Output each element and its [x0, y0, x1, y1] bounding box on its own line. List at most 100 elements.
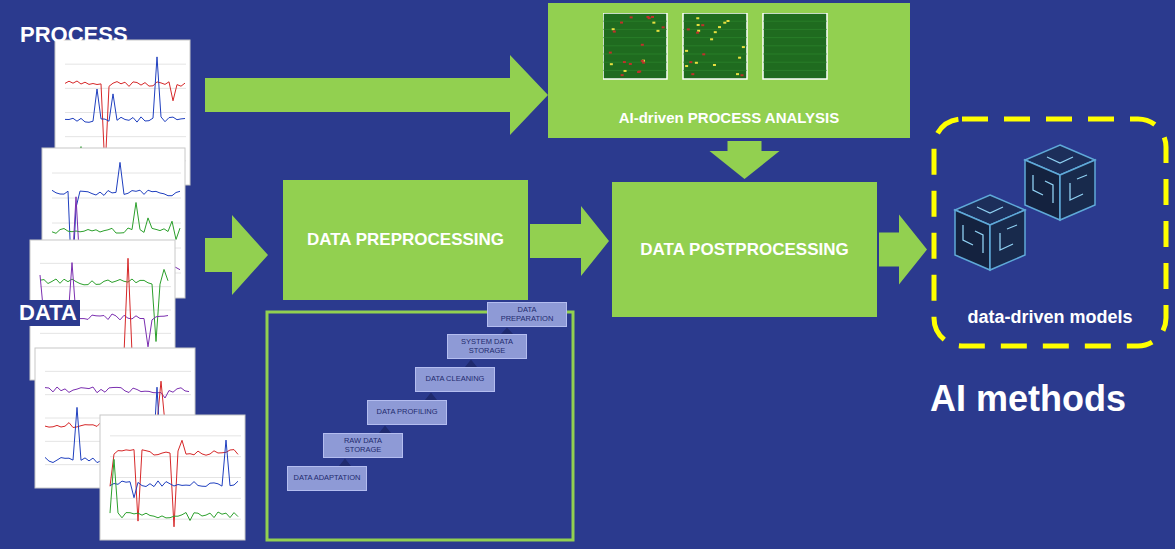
heatmap-grid	[683, 21, 747, 22]
heatmap-grid	[763, 21, 827, 22]
heatmap-dot	[685, 50, 688, 52]
process-box: AI-driven PROCESS ANALYSIS	[548, 3, 910, 138]
heatmap-dot	[697, 24, 700, 26]
heatmap-grid	[763, 54, 827, 55]
heatmap-dot	[696, 17, 699, 19]
heatmap-grid	[603, 21, 667, 22]
grid-line	[65, 112, 186, 113]
chart-line	[65, 57, 185, 122]
heatmap-dot	[612, 28, 615, 30]
heatmap-dot	[648, 17, 651, 19]
section-label: AI methods	[930, 378, 1126, 420]
chart-line	[52, 203, 180, 240]
heatmap-grid	[603, 37, 667, 38]
heatmap-dot	[637, 71, 640, 73]
grid-line	[52, 173, 181, 174]
process-box: DATA POSTPROCESSING	[612, 182, 877, 317]
heatmap-dot	[641, 44, 644, 46]
heatmap-dot	[652, 22, 655, 24]
heatmap-grid	[683, 29, 747, 30]
step-box: DATA CLEANING	[415, 367, 495, 392]
heatmap-dot	[696, 32, 699, 34]
flow-arrow	[379, 426, 391, 434]
node-text: RAW DATA STORAGE	[328, 437, 398, 454]
grid-line	[110, 519, 241, 520]
heatmap-grid	[683, 70, 747, 71]
heatmap-dot	[691, 73, 694, 75]
grid-line	[110, 456, 241, 457]
heatmap-grid	[603, 62, 667, 63]
node-text: DATA PREPARATION	[492, 306, 562, 323]
flow-arrow	[530, 206, 609, 276]
step-box: DATA PREPARATION	[487, 302, 567, 327]
node-text: DATA PREPROCESSING	[307, 229, 504, 250]
heatmap-grid	[603, 54, 667, 55]
heatmap-dot	[609, 52, 612, 54]
heatmap-dot	[656, 30, 659, 32]
heatmap-grid	[603, 45, 667, 46]
node-text: AI-driven PROCESS ANALYSIS	[619, 109, 840, 128]
preprocessing-frame	[267, 312, 573, 540]
grid-line	[110, 435, 241, 436]
node-text: DATA CLEANING	[426, 375, 485, 384]
heatmap-dot	[689, 61, 692, 63]
heatmap-dot	[695, 62, 698, 64]
heatmap-dot	[621, 74, 624, 76]
heatmap-grid	[683, 45, 747, 46]
grid-line	[45, 394, 191, 395]
section-label: DATA	[16, 300, 80, 326]
dashed-outline	[934, 119, 1166, 346]
grid-line	[45, 371, 191, 372]
grid-line	[40, 286, 171, 287]
grid-line	[52, 223, 181, 224]
heatmap-grid	[763, 29, 827, 30]
grid-line	[110, 477, 241, 478]
heatmap-dot	[610, 63, 613, 65]
heatmap-dot	[641, 60, 644, 62]
heatmap-dot	[710, 38, 713, 40]
heatmap-dot	[613, 31, 616, 33]
heatmap-dot	[741, 74, 744, 76]
node-text: data-driven models	[964, 307, 1135, 328]
analysis-thumbnails	[603, 13, 843, 83]
grid-line	[52, 198, 181, 199]
chart-line	[110, 459, 238, 520]
section-label: PROCESS	[20, 22, 128, 48]
flow-arrow	[425, 393, 437, 401]
chip-cube	[1025, 145, 1095, 220]
heatmap-grid	[603, 29, 667, 30]
chart-line	[110, 440, 238, 527]
heatmap-dot	[624, 70, 627, 72]
heatmap-dot	[685, 65, 688, 67]
heatmap-thumb	[603, 13, 667, 79]
heatmap-thumb	[763, 13, 827, 79]
step-box: DATA ADAPTATION	[287, 466, 367, 491]
chart-line	[45, 387, 189, 398]
step-box: SYSTEM DATA STORAGE	[447, 334, 527, 359]
heatmap-dot	[630, 16, 633, 18]
node-text: SYSTEM DATA STORAGE	[452, 338, 522, 355]
heatmap-grid	[763, 37, 827, 38]
heatmap-dot	[662, 26, 665, 28]
heatmap-dot	[736, 73, 739, 75]
grid-line	[40, 333, 171, 334]
heatmap-dot	[687, 28, 690, 30]
models-region: data-driven models	[930, 115, 1170, 350]
heatmap-grid	[683, 37, 747, 38]
grid-line	[65, 136, 186, 137]
heatmap-grid	[763, 45, 827, 46]
heatmap-dot	[623, 61, 626, 63]
grid-line	[65, 64, 186, 65]
chip-cube	[955, 195, 1025, 270]
chart-group	[30, 40, 245, 540]
heatmap-dot	[697, 30, 700, 32]
heatmap-dot	[714, 31, 717, 33]
step-box: DATA PROFILING	[367, 400, 447, 425]
heatmap-dot	[620, 22, 623, 24]
flow-arrow	[465, 360, 477, 368]
heatmap-dot	[723, 22, 726, 24]
heatmap-dot	[718, 26, 721, 28]
flow-arrow	[339, 459, 351, 467]
heatmap-dot	[651, 16, 654, 18]
node-text: DATA POSTPROCESSING	[640, 239, 848, 260]
